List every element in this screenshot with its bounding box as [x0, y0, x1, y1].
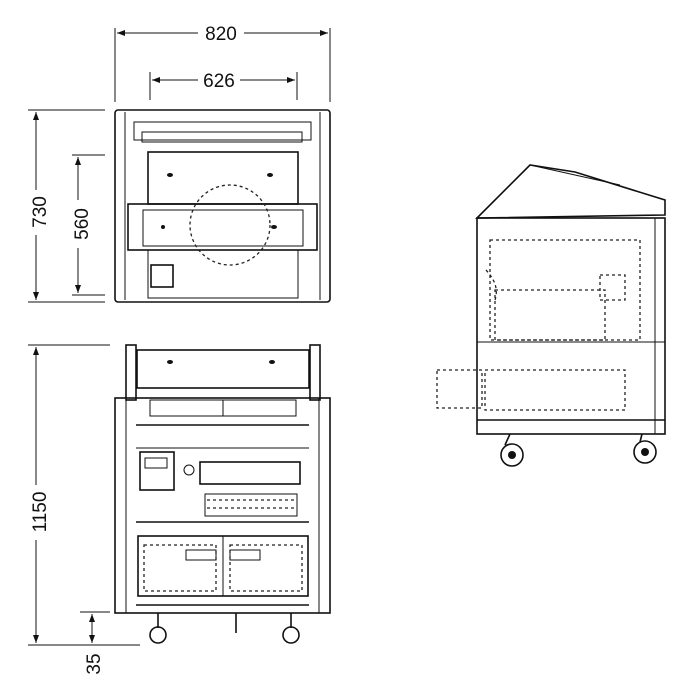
- dim-730: 730: [30, 196, 51, 228]
- dim-35: 35: [84, 653, 105, 674]
- top-view: 820 626 730 560: [28, 24, 331, 303]
- dim-820: 820: [205, 24, 237, 45]
- dim-560: 560: [72, 208, 93, 240]
- front-view: 1150 35: [28, 344, 331, 675]
- dim-1150: 1150: [30, 492, 51, 533]
- dim-626: 626: [203, 71, 235, 92]
- side-view: [436, 164, 666, 467]
